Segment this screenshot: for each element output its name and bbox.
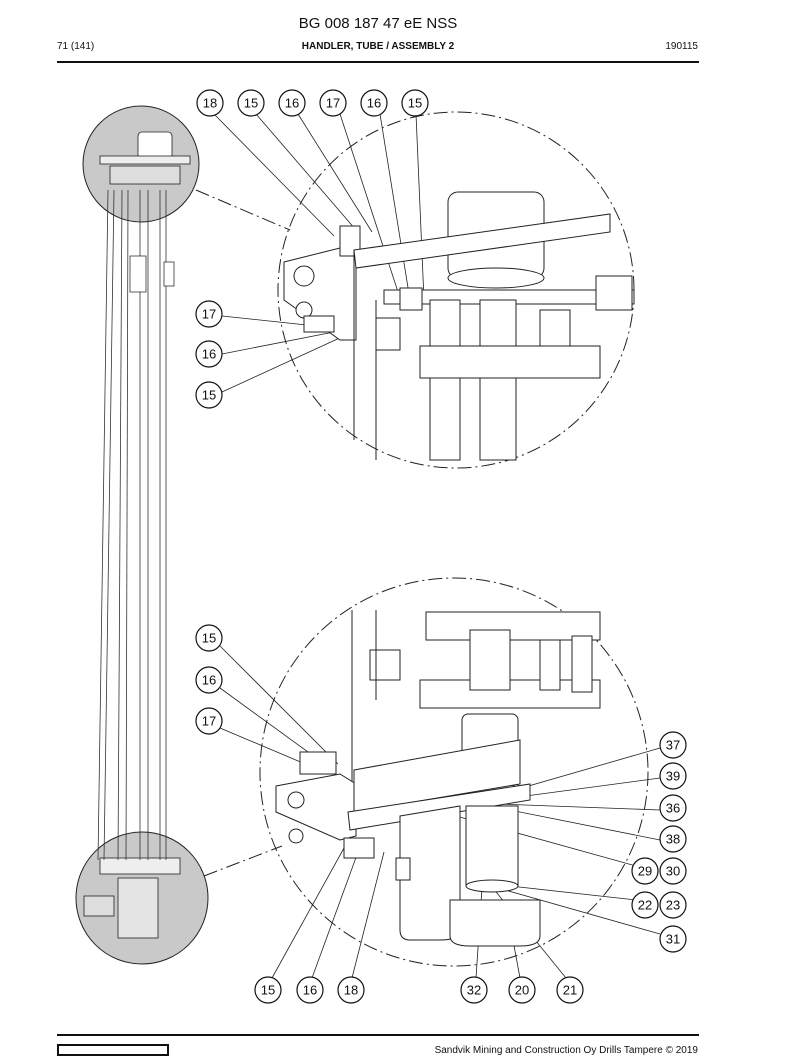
callout-29: 29 [631,857,659,885]
svg-text:31: 31 [666,932,680,947]
callout-37: 37 [659,731,687,759]
callout-15: 15 [195,624,223,652]
callout-16: 16 [195,666,223,694]
svg-text:15: 15 [202,631,216,646]
callout-15: 15 [401,89,429,117]
callout-22: 22 [631,891,659,919]
callout-20: 20 [508,976,536,1004]
callout-15: 15 [254,976,282,1004]
callout-18: 18 [337,976,365,1004]
svg-text:21: 21 [563,983,577,998]
svg-text:18: 18 [344,983,358,998]
svg-text:16: 16 [202,673,216,688]
svg-text:16: 16 [303,983,317,998]
callout-15: 15 [195,381,223,409]
callout-36: 36 [659,794,687,822]
svg-text:17: 17 [202,307,216,322]
callout-38: 38 [659,825,687,853]
svg-text:15: 15 [408,96,422,111]
callout-16: 16 [195,340,223,368]
callout-16: 16 [296,976,324,1004]
callout-32: 32 [460,976,488,1004]
callout-18: 18 [196,89,224,117]
callouts-mid-left: 15 16 17 [195,624,223,735]
header-rule [57,61,699,63]
callouts-top-left: 17 16 15 [195,300,223,409]
svg-text:39: 39 [666,769,680,784]
callout-17: 17 [195,707,223,735]
svg-text:30: 30 [666,864,680,879]
overview-detail-bottom [75,831,209,965]
callout-15: 15 [237,89,265,117]
page-title: HANDLER, TUBE / ASSEMBLY 2 [301,41,455,52]
tube-overview [97,189,175,861]
upper-detail-assembly [283,191,635,461]
svg-text:18: 18 [203,96,217,111]
svg-text:15: 15 [202,388,216,403]
overview-detail-top [82,105,200,223]
svg-text:17: 17 [202,714,216,729]
svg-text:16: 16 [202,347,216,362]
svg-text:16: 16 [367,96,381,111]
svg-text:16: 16 [285,96,299,111]
document-date: 190115 [665,41,698,52]
callout-31: 31 [659,925,687,953]
callouts-right-column: 37 39 36 38 29 30 22 23 31 [631,731,687,953]
svg-text:29: 29 [638,864,652,879]
callouts-top-row: 18 15 16 17 16 15 [196,89,429,117]
callout-17: 17 [319,89,347,117]
svg-text:38: 38 [666,832,680,847]
svg-text:23: 23 [666,898,680,913]
callout-21: 21 [556,976,584,1004]
callout-17: 17 [195,300,223,328]
callout-16: 16 [360,89,388,117]
svg-text:15: 15 [244,96,258,111]
svg-text:37: 37 [666,738,680,753]
footer-rule [57,1034,699,1036]
callout-39: 39 [659,762,687,790]
svg-text:22: 22 [638,898,652,913]
brand-logo [57,1044,169,1056]
callout-23: 23 [659,891,687,919]
footer-copyright: Sandvik Mining and Construction Oy Drill… [434,1045,698,1056]
svg-text:36: 36 [666,801,680,816]
svg-text:15: 15 [261,983,275,998]
page-number: 71 (141) [57,41,95,52]
callouts-bottom-row: 15 16 18 32 20 21 [254,976,584,1004]
svg-text:20: 20 [515,983,529,998]
svg-text:17: 17 [326,96,340,111]
document-number: BG 008 187 47 eE NSS [298,15,458,32]
svg-text:32: 32 [467,983,481,998]
lower-detail-assembly [275,610,601,947]
callout-30: 30 [659,857,687,885]
callout-16: 16 [278,89,306,117]
